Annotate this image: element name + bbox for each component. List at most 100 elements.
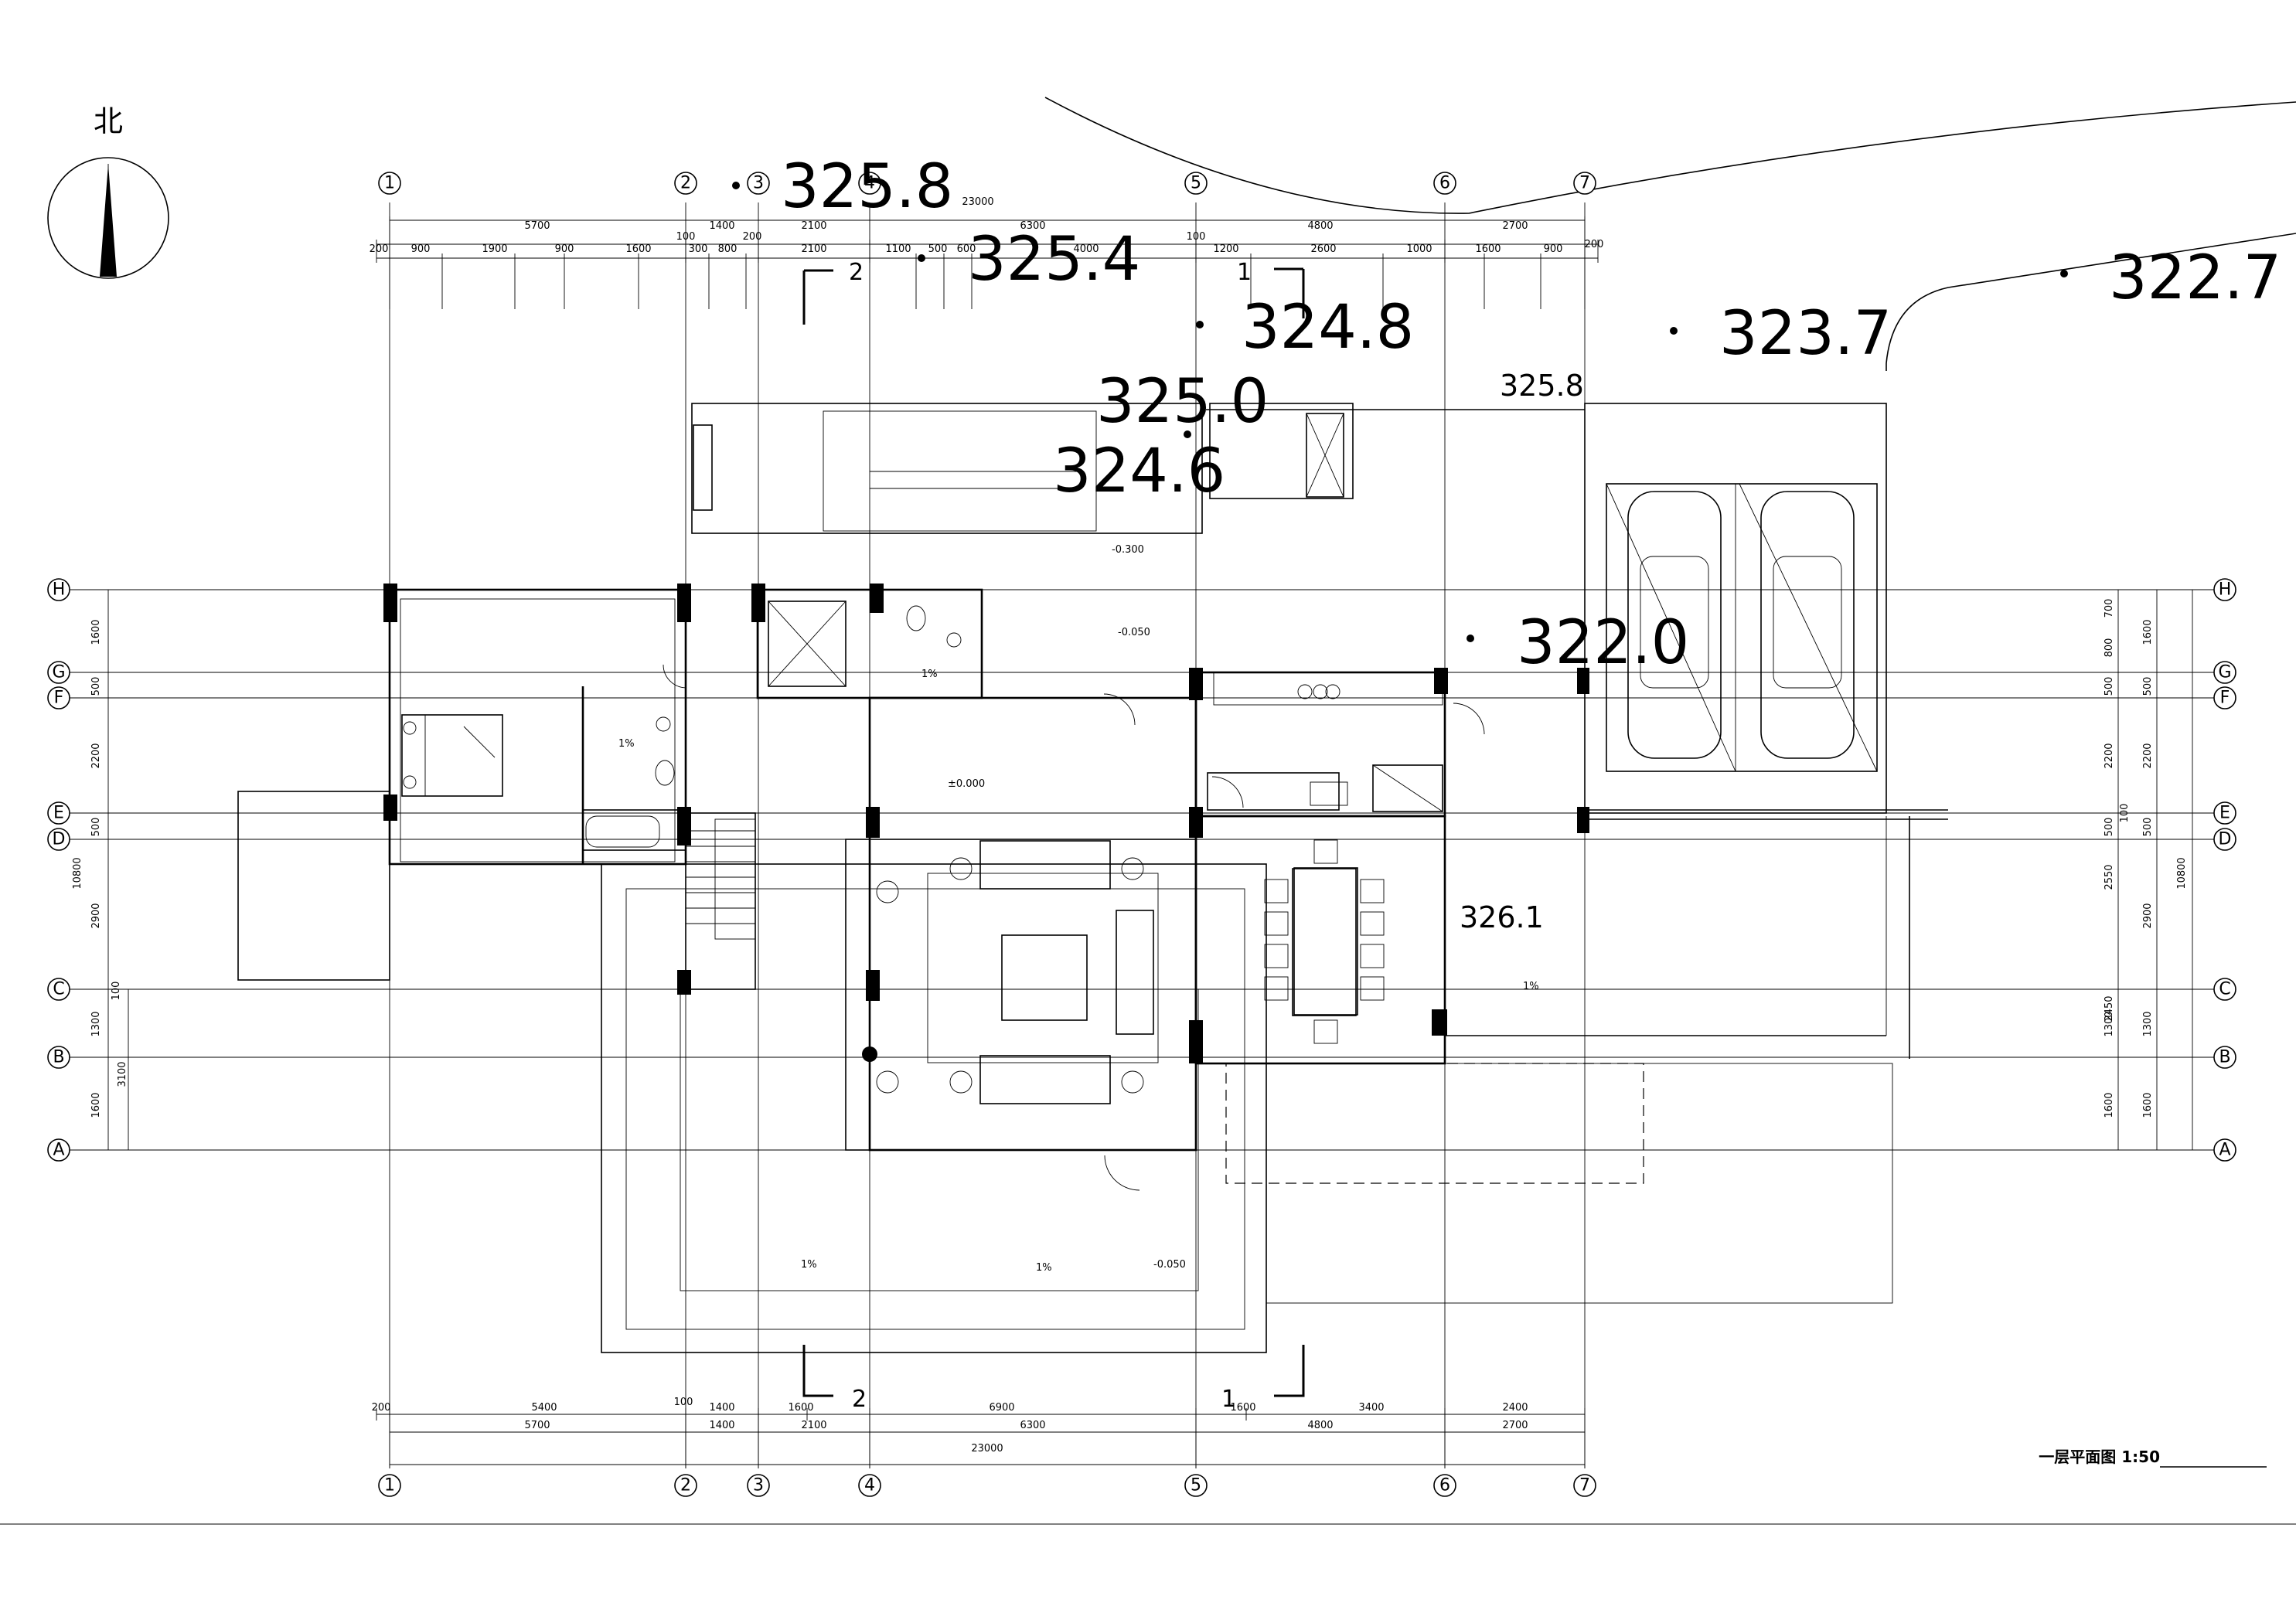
horizontal-grid-lines [70,589,2219,1151]
axis-right-D: D [2219,830,2232,849]
bed-icon [401,714,503,797]
bottom-dimension-lines: 200 5400 100 1400 1600 6900 1600 3400 24… [372,1397,1586,1468]
elevation-6: 325.8 [1500,369,1584,403]
dim-bot-r2-4: 4800 [1307,1420,1333,1431]
dim-top-r2-19: 900 [1544,243,1563,255]
dim-right-b-5: 1300 [2104,1011,2115,1036]
spot-elevations: 325.8 325.4 324.8 325.0 324.6 325.8 323.… [732,152,2281,934]
dim-left-1: 500 [90,677,102,696]
elevation-7: 323.7 [1719,299,1892,369]
dim-right-a-2: 500 [2104,677,2115,696]
dim-right-b-7: 10800 [2176,857,2188,889]
axis-top-3: 3 [753,174,764,193]
axis-top-7: 7 [1579,174,1590,193]
elevation-5: 324.6 [1053,437,1225,506]
right-axis-bubbles: H G F E D C B A [2213,578,2236,1162]
dim-right-b-4: 2900 [2142,903,2154,928]
axis-bottom-1: 1 [384,1476,395,1495]
section-mark-2-bottom: 2 [852,1386,867,1413]
dim-right-b-2: 2200 [2142,743,2154,768]
elevation-10: 326.1 [1460,900,1544,934]
axis-left-D: D [53,830,66,849]
dim-top-r1-4: 4800 [1307,220,1333,232]
axis-left-C: C [53,980,64,999]
dim-top-r1-2: 2100 [801,220,826,232]
slope-5: 1% [1036,1262,1052,1274]
dim-left-5: 100 [111,982,122,1001]
car-icon [1606,483,1878,772]
dim-top-r2-8: 200 [743,231,762,243]
dim-bot-r1-4: 1600 [788,1402,813,1414]
dim-top-r2-6: 300 [689,243,708,255]
dim-right-a-1: 800 [2104,638,2115,658]
axis-bottom-6: 6 [1439,1476,1450,1495]
axis-right-F: F [2220,689,2230,708]
dim-left-9: 10800 [72,857,83,889]
dim-right-a-4: 100 [2119,804,2131,823]
slope-2: 1% [921,669,938,680]
bathtub-icon [585,815,660,848]
dim-right-a-5: 500 [2142,818,2154,837]
dim-right-a-3: 2200 [2104,743,2115,768]
dim-top-r1-5: 2700 [1502,220,1528,232]
dim-right-a-0: 700 [2104,599,2115,618]
axis-left-G: G [52,663,65,682]
axis-left-A: A [53,1141,64,1160]
axis-left-E: E [53,804,64,823]
axis-bottom-7: 7 [1579,1476,1590,1495]
left-dimension-lines: 1600 500 2200 500 2900 100 1300 3100 160… [72,589,186,1151]
elevation-2: 325.4 [968,225,1140,294]
dim-right-b-0: 1600 [2142,619,2154,645]
dim-right-a-8: 1300 [2142,1011,2154,1036]
level-4: -0.050 [1153,1259,1186,1271]
dim-top-r2-1: 900 [411,243,431,255]
axis-bottom-2: 2 [680,1476,691,1495]
kitchen-counter-icon [1213,672,1443,806]
dim-bot-r1-1: 5400 [531,1402,557,1414]
dim-bot-r2-2: 2100 [801,1420,826,1431]
dim-bot-r2-1: 1400 [709,1420,734,1431]
dim-top-r2-18: 1600 [1475,243,1501,255]
dim-bot-r1-6: 1600 [1230,1402,1255,1414]
level-1: -0.300 [1112,544,1144,556]
vertical-grid-lines [389,202,1586,1468]
dim-top-r2-4: 1600 [625,243,651,255]
axis-right-G: G [2218,663,2231,682]
axis-right-H: H [2219,580,2232,600]
sofa-set-icon [876,840,1159,1104]
right-dimension-lines: 700 800 500 2200 100 500 2550 2450 1300 … [2104,590,2193,1150]
dim-right-b-6: 1600 [2104,1092,2115,1118]
elevation-8: 322.7 [2109,243,2281,313]
axis-left-F: F [54,689,64,708]
section-marks: 2 1 2 1 [802,259,1305,1413]
axis-right-C: C [2219,980,2230,999]
dim-top-r2-11: 500 [928,243,948,255]
left-axis-bubbles: H G F E D C B A [47,578,70,1162]
top-dimension-lines: 23000 5700 1400 2100 6300 4800 2700 200 … [370,196,1603,309]
dim-right-a-6: 2550 [2104,864,2115,890]
toilet-icon [655,605,926,786]
axis-top-1: 1 [384,174,395,193]
dim-bot-r1-2: 100 [674,1397,693,1408]
elevation-1: 325.8 [781,152,953,222]
dining-table-icon [1264,839,1385,1044]
dim-top-r2-14: 100 [1187,231,1206,243]
slope-1: 1% [618,738,635,750]
drawing-title-block: 一层平面图 1:50 [2039,1448,2267,1468]
dim-top-total: 23000 [962,196,993,208]
dim-left-7: 3100 [117,1061,128,1087]
dim-right-a-7: 2450 [2104,995,2115,1021]
bottom-axis-bubbles: 1 2 3 4 5 6 7 [378,1474,1596,1497]
dim-top-r2-7: 800 [718,243,738,255]
slope-4: 1% [801,1259,817,1271]
axis-top-6: 6 [1439,174,1450,193]
north-label: 北 [94,104,123,138]
dim-left-0: 1600 [90,619,102,645]
structural-columns [383,584,1589,1063]
door-swings [663,664,1485,1191]
drawing-title: 一层平面图 1:50 [2039,1448,2160,1466]
dim-bot-r2-0: 5700 [524,1420,550,1431]
dim-bot-r2-3: 6300 [1020,1420,1045,1431]
dim-top-r2-3: 900 [555,243,574,255]
dim-top-r2-10: 1100 [885,243,911,255]
